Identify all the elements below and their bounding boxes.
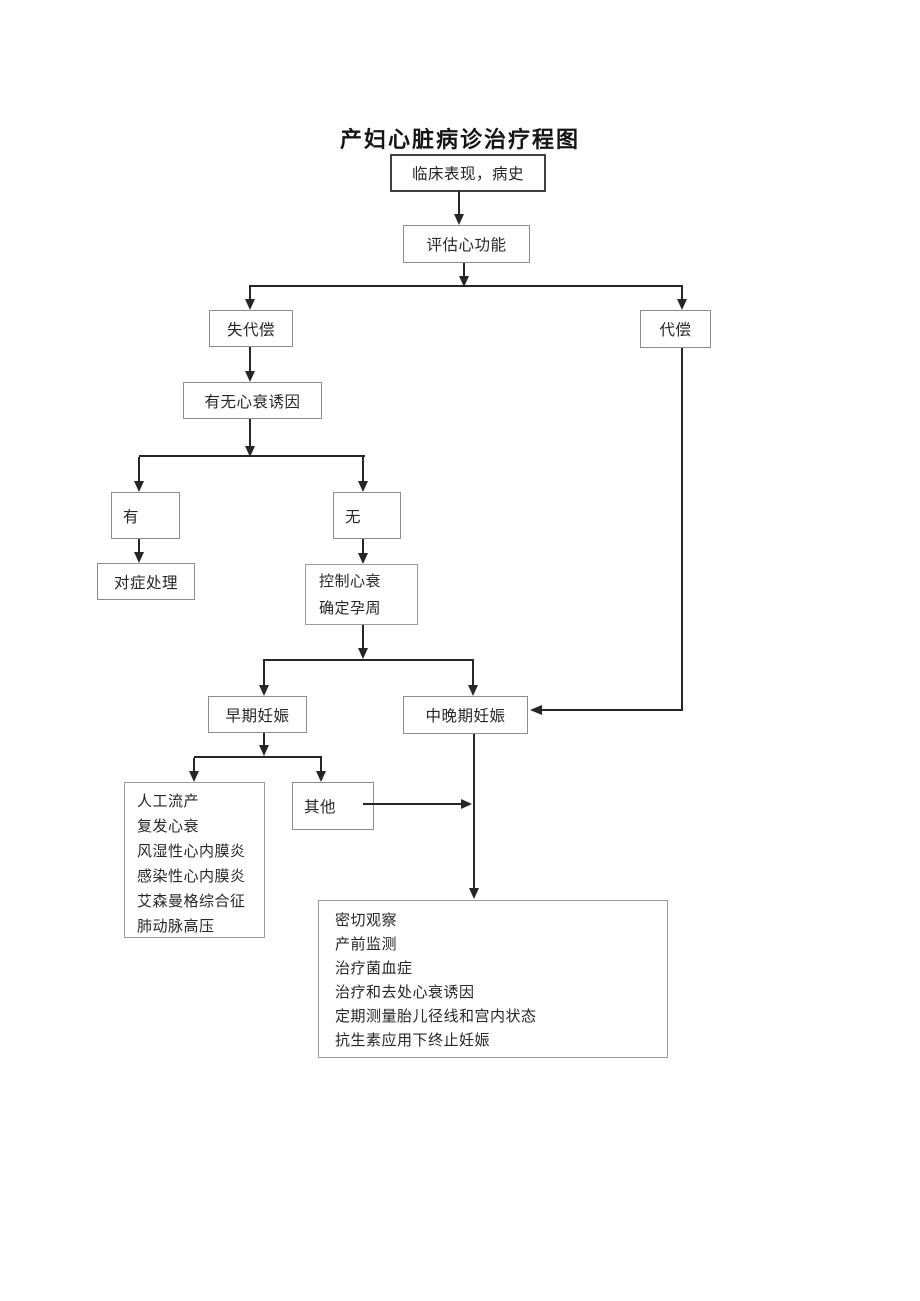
arrowhead-down-icon <box>259 745 269 756</box>
node-clinical-presentation: 临床表现，病史 <box>390 154 546 192</box>
node-label: 其他 <box>304 799 337 816</box>
connector-trigger-check-to-branch <box>249 419 251 447</box>
connector-decompensated-to-trigger-check <box>249 347 251 372</box>
connector-branch-to-compensated <box>681 287 683 300</box>
arrowhead-down-icon <box>468 685 478 696</box>
list-item: 治疗菌血症 <box>335 961 413 977</box>
node-label: 有 <box>123 508 140 526</box>
arrowhead-left-icon <box>530 705 542 715</box>
node-label: 评估心功能 <box>426 237 507 254</box>
node-early-pregnancy-indications-list: 人工流产 复发心衰 风湿性心内膜炎 感染性心内膜炎 艾森曼格综合征 肺动脉高压 <box>124 782 265 938</box>
connector-branch-to-indications <box>193 758 195 772</box>
list-item: 密切观察 <box>335 913 398 929</box>
node-heart-failure-trigger-check: 有无心衰诱因 <box>183 382 322 419</box>
connector-branch-pregnancy-stage <box>263 659 474 661</box>
list-item: 治疗和去处心衰诱因 <box>335 985 475 1001</box>
arrowhead-down-icon <box>245 299 255 310</box>
list-item: 复发心衰 <box>137 819 200 835</box>
arrowhead-down-icon <box>245 446 255 457</box>
arrowhead-down-icon <box>358 553 368 564</box>
node-mid-late-pregnancy: 中晚期妊娠 <box>403 696 528 734</box>
connector-assess-to-branch <box>463 263 465 278</box>
connector-branch-to-decompensated <box>249 287 251 300</box>
node-line: 控制心衰 <box>319 574 382 590</box>
connector-branch-early-options <box>194 756 322 758</box>
list-item: 产前监测 <box>335 937 398 953</box>
arrowhead-down-icon <box>245 371 255 382</box>
node-compensated: 代偿 <box>640 310 711 348</box>
arrowhead-down-icon <box>134 552 144 563</box>
connector-no-to-control <box>362 539 364 554</box>
connector-branch-compensation <box>249 285 683 287</box>
node-other: 其他 <box>292 782 374 830</box>
connector-other-to-management-line <box>363 803 462 805</box>
list-item: 定期测量胎儿径线和宫内状态 <box>335 1009 537 1025</box>
arrowhead-down-icon <box>358 648 368 659</box>
node-label: 临床表现，病史 <box>411 166 524 183</box>
list-item: 感染性心内膜炎 <box>137 869 246 885</box>
list-item: 人工流产 <box>137 794 200 810</box>
connector-branch-to-yes <box>138 457 140 482</box>
arrowhead-down-icon <box>259 685 269 696</box>
node-label: 无 <box>345 508 362 526</box>
node-label: 中晚期妊娠 <box>425 708 506 725</box>
node-label: 有无心衰诱因 <box>204 393 301 411</box>
arrowhead-down-icon <box>316 771 326 782</box>
node-decompensated: 失代偿 <box>209 310 293 347</box>
node-label: 对症处理 <box>113 574 178 592</box>
connector-branch-to-no <box>362 457 364 482</box>
list-item: 抗生素应用下终止妊娠 <box>335 1033 491 1049</box>
diagram-title: 产妇心脏病诊治疗程图 <box>339 127 580 152</box>
node-label: 失代偿 <box>226 321 275 339</box>
node-assess-cardiac-function: 评估心功能 <box>403 225 530 263</box>
list-item: 艾森曼格综合征 <box>137 894 246 910</box>
connector-early-pregnancy-to-branch <box>263 733 265 746</box>
node-label: 早期妊娠 <box>225 707 290 725</box>
arrowhead-down-icon <box>358 481 368 492</box>
node-trigger-yes: 有 <box>111 492 180 539</box>
arrowhead-right-icon <box>461 799 472 809</box>
connector-branch-to-mid-late-pregnancy <box>472 661 474 686</box>
arrowhead-down-icon <box>677 299 687 310</box>
node-early-pregnancy: 早期妊娠 <box>208 696 307 733</box>
connector-compensated-down <box>681 348 683 710</box>
connector-compensated-to-mid-late-pregnancy <box>542 709 683 711</box>
node-management-list: 密切观察 产前监测 治疗菌血症 治疗和去处心衰诱因 定期测量胎儿径线和宫内状态 … <box>318 900 668 1058</box>
node-symptomatic-treatment: 对症处理 <box>97 563 195 600</box>
connector-branch-to-other <box>320 758 322 772</box>
arrowhead-down-icon <box>459 276 469 287</box>
arrowhead-down-icon <box>469 888 479 899</box>
arrowhead-down-icon <box>189 771 199 782</box>
connector-yes-to-symptomatic <box>138 539 140 553</box>
connector-mid-late-to-management <box>473 734 475 889</box>
connector-clinical-to-assess <box>458 190 460 215</box>
node-label: 代偿 <box>659 322 692 339</box>
connector-branch-to-early-pregnancy <box>263 661 265 686</box>
list-item: 风湿性心内膜炎 <box>137 844 246 860</box>
connector-branch-trigger <box>139 455 365 457</box>
arrowhead-down-icon <box>134 481 144 492</box>
node-trigger-no: 无 <box>333 492 401 539</box>
connector-control-to-branch <box>362 625 364 649</box>
node-line: 确定孕周 <box>319 601 382 617</box>
list-item: 肺动脉高压 <box>137 919 215 935</box>
arrowhead-down-icon <box>454 214 464 225</box>
node-control-heart-failure: 控制心衰 确定孕周 <box>305 564 418 625</box>
